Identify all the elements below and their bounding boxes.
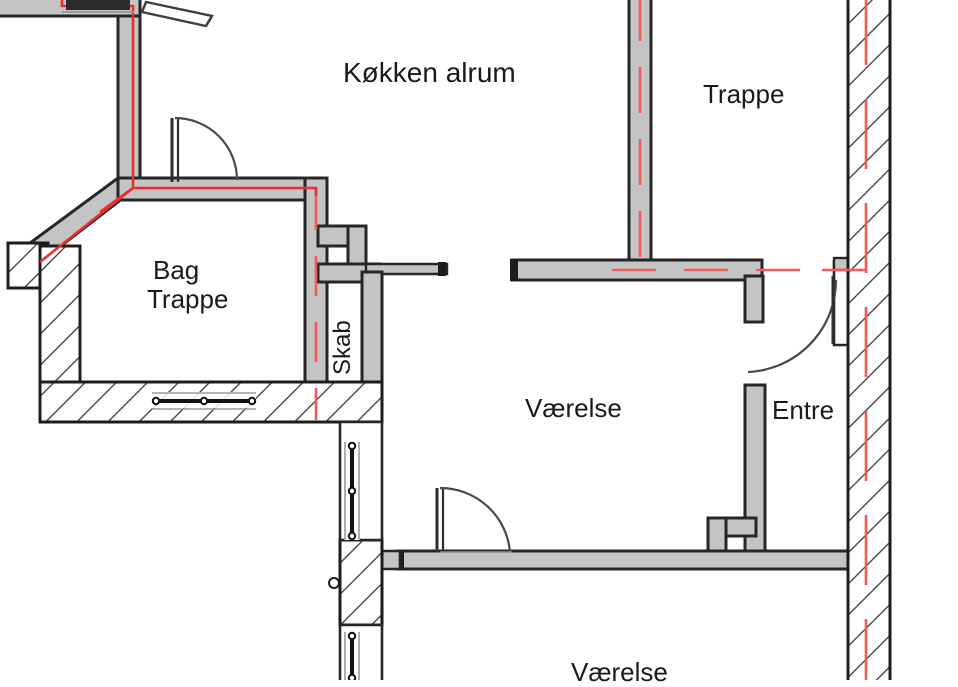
window-left-upper	[344, 441, 360, 541]
wall-skab-right	[360, 270, 384, 384]
wall-skab-ledge-endcap	[438, 262, 446, 276]
door-entre	[747, 276, 838, 374]
wall-fitting-marker	[328, 577, 340, 589]
wall-upper-left-vertical	[116, 0, 142, 187]
window-left-lower	[344, 631, 360, 680]
room-label-vaerelse-bottom: Værelse	[571, 657, 668, 687]
wall-hatched-left-pier	[338, 538, 384, 627]
wall-trappe-bottom-endcap	[510, 259, 518, 281]
room-label-bag-trappe: Bag Trappe	[147, 255, 228, 314]
door-bag-trappe	[170, 116, 239, 182]
wall-hatched-left-vertical	[38, 244, 82, 384]
window-top-left-band	[62, 0, 134, 13]
wall-left-stub-mid	[380, 549, 402, 571]
wall-hatched-right-exterior	[846, 0, 892, 680]
wall-entre-door-jamb	[743, 274, 765, 324]
room-label-vaerelse: Værelse	[525, 393, 622, 423]
room-label-kokken-alrum: Køkken alrum	[343, 57, 516, 88]
room-label-bag-trappe-line2: Trappe	[147, 284, 229, 315]
wall-vaerelse-bottom	[396, 549, 854, 571]
room-label-entre: Entre	[772, 395, 835, 425]
centerlines-red	[314, 0, 876, 680]
door-top-left	[140, 0, 214, 28]
room-label-bag-trappe-line1: Bag	[153, 255, 200, 285]
room-label-skab: Skab	[329, 320, 356, 375]
room-label-trappe: Trappe	[703, 79, 785, 109]
windows	[151, 392, 360, 680]
window-bottom-bag-trappe	[151, 392, 257, 410]
door-vaerelse	[435, 486, 512, 553]
doors	[140, 0, 838, 553]
highlight-wall-run-red	[39, 0, 318, 264]
